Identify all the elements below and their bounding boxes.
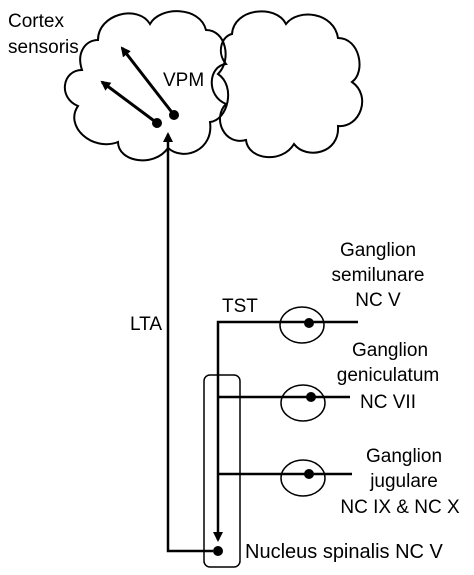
ganglion-semilunare-label-3: NC V (355, 290, 401, 311)
cortex-label-line2: sensoris (8, 37, 79, 58)
ganglion-semilunare-dot (304, 318, 314, 328)
ganglion-jugulare-label-1: Ganglion (366, 446, 442, 467)
vpm-to-cortex-arrow-right (120, 46, 176, 116)
ganglion-semilunare-label-2: semilunare (332, 265, 425, 286)
ganglion-jugulare-dot (304, 469, 314, 479)
ganglion-geniculatum-label-2: geniculatum (337, 365, 439, 386)
vpm-dot-left (152, 118, 162, 128)
vpm-to-cortex-arrow-left (100, 80, 158, 125)
ganglion-jugulare-label-3: NC IX & NC X (340, 497, 460, 518)
right-hemisphere (210, 10, 364, 159)
nucleus-label: Nucleus spinalis NC V (245, 541, 444, 563)
ganglion-geniculatum-label-1: Ganglion (352, 340, 428, 361)
vpm-label: VPM (163, 70, 204, 91)
vpm-dot-right (169, 110, 179, 120)
left-hemisphere (63, 10, 229, 162)
ganglion-semilunare-label-1: Ganglion (340, 240, 416, 261)
ganglion-jugulare-label-2: jugulare (369, 471, 438, 492)
lta-pathway-arrow (163, 132, 213, 553)
tst-pathway-arrow (213, 320, 310, 542)
ganglion-geniculatum-oval (280, 384, 326, 422)
cortex-label-line1: Cortex (8, 11, 64, 32)
ganglion-geniculatum-dot (306, 392, 316, 402)
tst-label: TST (222, 296, 258, 317)
ganglion-geniculatum-label-3: NC VII (360, 392, 416, 413)
ganglion-jugulare-oval (280, 459, 326, 497)
nucleus-box (203, 374, 241, 568)
nucleus-dot (213, 546, 223, 556)
lta-label: LTA (130, 314, 162, 335)
ganglion-semilunare-oval (279, 306, 325, 344)
